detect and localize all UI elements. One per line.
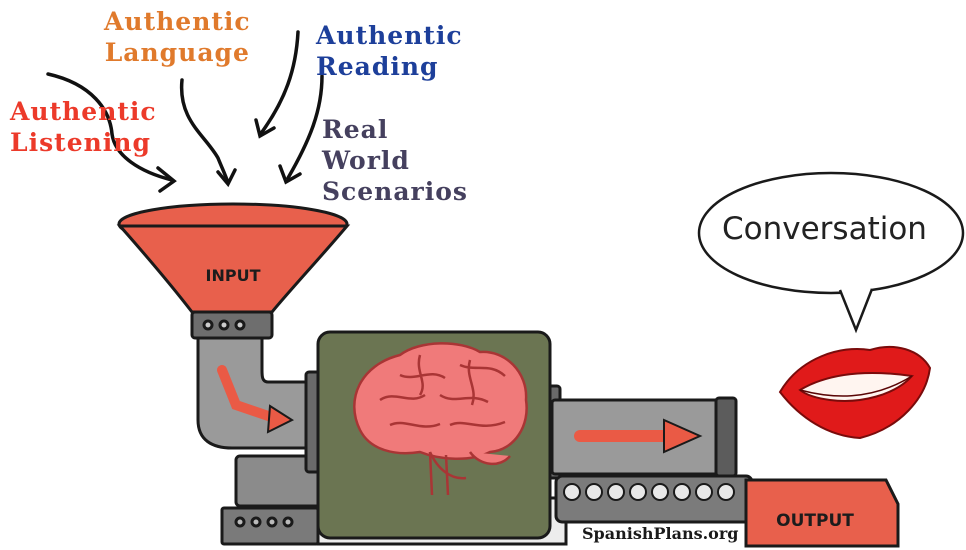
speech-bubble: [697, 171, 965, 334]
arrow-language-head: [216, 168, 237, 188]
label-authentic-listening: Authentic Listening: [10, 97, 157, 157]
input-arrows: [46, 30, 324, 193]
conveyor-rollers: [563, 483, 735, 501]
input-label: INPUT: [205, 266, 261, 285]
output-box: [744, 478, 900, 548]
watermark: SpanishPlans.org: [582, 524, 739, 543]
brain-icon: [353, 342, 528, 496]
arrow-reading-head: [254, 118, 276, 139]
label-authentic-reading: Authentic Reading: [316, 21, 463, 81]
label-real-world-scenarios: Real World Scenarios: [322, 115, 468, 206]
arrow-language: [179, 78, 230, 185]
arrow-listening-head: [156, 166, 177, 193]
elbow-pipe: [196, 336, 314, 450]
arrow-realworld-head: [278, 164, 302, 185]
speech-bubble-text: Conversation: [722, 211, 927, 247]
arrow-listening: [46, 72, 174, 182]
output-label: OUTPUT: [776, 511, 854, 531]
label-authentic-language: Authentic Language: [104, 7, 251, 67]
arrow-realworld: [286, 74, 324, 180]
lips-icon: [778, 345, 932, 440]
arrow-reading: [260, 30, 300, 134]
input-funnel: [116, 202, 351, 340]
output-tube: [550, 396, 738, 478]
